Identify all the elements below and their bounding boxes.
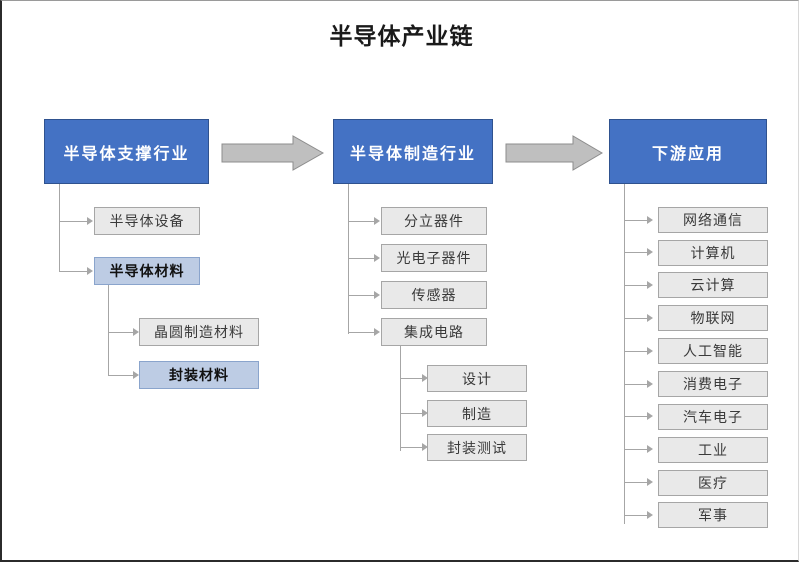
connector-branch-downstream-2 [624, 252, 647, 253]
connector-arrow-ic-3 [422, 443, 428, 451]
connector-arrow-downstream-4 [647, 314, 653, 322]
connector-branch-support-1 [59, 221, 87, 222]
connector-arrow-manufacturing-3 [374, 291, 380, 299]
node-integrated-circuits[interactable]: 集成电路 [381, 318, 487, 346]
node-sensors-label: 传感器 [411, 289, 457, 304]
connector-trunk-support [59, 184, 60, 272]
node-ic-manufacturing[interactable]: 制造 [427, 400, 527, 427]
connector-arrow-downstream-5 [647, 347, 653, 355]
node-semiconductor-materials-label: 半导体材料 [109, 265, 185, 280]
node-computer[interactable]: 计算机 [658, 240, 768, 266]
flow-arrow-manufacturing-to-downstream [505, 135, 603, 171]
connector-arrow-manufacturing-2 [374, 254, 380, 262]
node-optoelectronic-devices-label: 光电子器件 [396, 252, 472, 267]
connector-arrow-ic-2 [422, 409, 428, 417]
connector-arrow-materials-2 [133, 371, 139, 379]
node-medical[interactable]: 医疗 [658, 470, 768, 496]
connector-branch-downstream-3 [624, 285, 647, 286]
node-network-communication-label: 网络通信 [683, 214, 743, 229]
node-wafer-fab-materials[interactable]: 晶圆制造材料 [139, 318, 259, 346]
node-artificial-intelligence-label: 人工智能 [683, 345, 743, 360]
node-military[interactable]: 军事 [658, 502, 768, 528]
connector-arrow-downstream-8 [647, 445, 653, 453]
node-military-label: 军事 [698, 509, 728, 524]
main-box-manufacturing[interactable]: 半导体制造行业 [333, 119, 493, 184]
connector-branch-support-2 [59, 271, 87, 272]
connector-arrow-support-1 [87, 217, 93, 225]
node-network-communication[interactable]: 网络通信 [658, 207, 768, 233]
connector-branch-downstream-7 [624, 416, 647, 417]
flow-arrow-support-to-manufacturing [221, 135, 324, 171]
connector-branch-manufacturing-2 [348, 258, 374, 259]
connector-branch-manufacturing-3 [348, 295, 374, 296]
node-iot-label: 物联网 [690, 312, 736, 327]
node-cloud-computing-label: 云计算 [690, 279, 736, 294]
node-industrial[interactable]: 工业 [658, 437, 768, 463]
node-consumer-electronics-label: 消费电子 [683, 378, 743, 393]
connector-trunk-manufacturing [348, 184, 349, 334]
node-semiconductor-equipment-label: 半导体设备 [109, 215, 185, 230]
connector-branch-downstream-6 [624, 384, 647, 385]
node-packaging-materials-label: 封装材料 [169, 369, 229, 384]
connector-branch-downstream-10 [624, 515, 647, 516]
node-artificial-intelligence[interactable]: 人工智能 [658, 338, 768, 364]
connector-trunk-downstream [624, 184, 625, 524]
connector-branch-ic-2 [400, 413, 422, 414]
connector-arrow-downstream-9 [647, 478, 653, 486]
connector-branch-ic-1 [400, 378, 422, 379]
node-consumer-electronics[interactable]: 消费电子 [658, 371, 768, 397]
connector-branch-downstream-1 [624, 220, 647, 221]
connector-arrow-downstream-3 [647, 281, 653, 289]
connector-arrow-support-2 [87, 267, 93, 275]
main-box-downstream[interactable]: 下游应用 [609, 119, 767, 184]
connector-arrow-downstream-7 [647, 412, 653, 420]
connector-trunk-ic [400, 346, 401, 451]
node-semiconductor-materials[interactable]: 半导体材料 [94, 257, 200, 285]
connector-arrow-ic-1 [422, 374, 428, 382]
connector-arrow-downstream-10 [647, 511, 653, 519]
connector-branch-manufacturing-4 [348, 332, 374, 333]
connector-arrow-manufacturing-4 [374, 328, 380, 336]
node-semiconductor-equipment[interactable]: 半导体设备 [94, 207, 200, 235]
page-title: 半导体产业链 [329, 24, 474, 49]
node-iot[interactable]: 物联网 [658, 305, 768, 331]
connector-branch-downstream-5 [624, 351, 647, 352]
connector-arrow-manufacturing-1 [374, 217, 380, 225]
connector-branch-downstream-8 [624, 449, 647, 450]
node-automotive-electronics-label: 汽车电子 [683, 411, 743, 426]
node-sensors[interactable]: 传感器 [381, 281, 487, 309]
node-integrated-circuits-label: 集成电路 [404, 326, 464, 341]
connector-branch-materials-2 [108, 375, 133, 376]
node-cloud-computing[interactable]: 云计算 [658, 272, 768, 298]
node-automotive-electronics[interactable]: 汽车电子 [658, 404, 768, 430]
main-box-downstream-label: 下游应用 [651, 145, 724, 163]
node-ic-packaging-testing[interactable]: 封装测试 [427, 434, 527, 461]
connector-branch-manufacturing-1 [348, 221, 374, 222]
node-ic-manufacturing-label: 制造 [462, 407, 492, 423]
connector-arrow-downstream-6 [647, 380, 653, 388]
node-optoelectronic-devices[interactable]: 光电子器件 [381, 244, 487, 272]
node-ic-design[interactable]: 设计 [427, 365, 527, 392]
node-computer-label: 计算机 [690, 247, 736, 262]
node-industrial-label: 工业 [698, 444, 728, 459]
node-medical-label: 医疗 [698, 477, 728, 492]
connector-branch-materials-1 [108, 332, 133, 333]
node-ic-packaging-testing-label: 封装测试 [447, 441, 507, 457]
node-wafer-fab-materials-label: 晶圆制造材料 [154, 326, 244, 341]
connector-trunk-materials [108, 285, 109, 375]
connector-branch-ic-3 [400, 447, 422, 448]
main-box-support-label: 半导体支撑行业 [63, 145, 190, 163]
connector-arrow-materials-1 [133, 328, 139, 336]
node-discrete-devices-label: 分立器件 [404, 215, 464, 230]
connector-branch-downstream-9 [624, 482, 647, 483]
main-box-manufacturing-label: 半导体制造行业 [349, 145, 476, 163]
main-box-support[interactable]: 半导体支撑行业 [44, 119, 209, 184]
connector-branch-downstream-4 [624, 318, 647, 319]
connector-arrow-downstream-1 [647, 216, 653, 224]
connector-arrow-downstream-2 [647, 248, 653, 256]
node-discrete-devices[interactable]: 分立器件 [381, 207, 487, 235]
node-ic-design-label: 设计 [462, 372, 492, 388]
node-packaging-materials[interactable]: 封装材料 [139, 361, 259, 389]
